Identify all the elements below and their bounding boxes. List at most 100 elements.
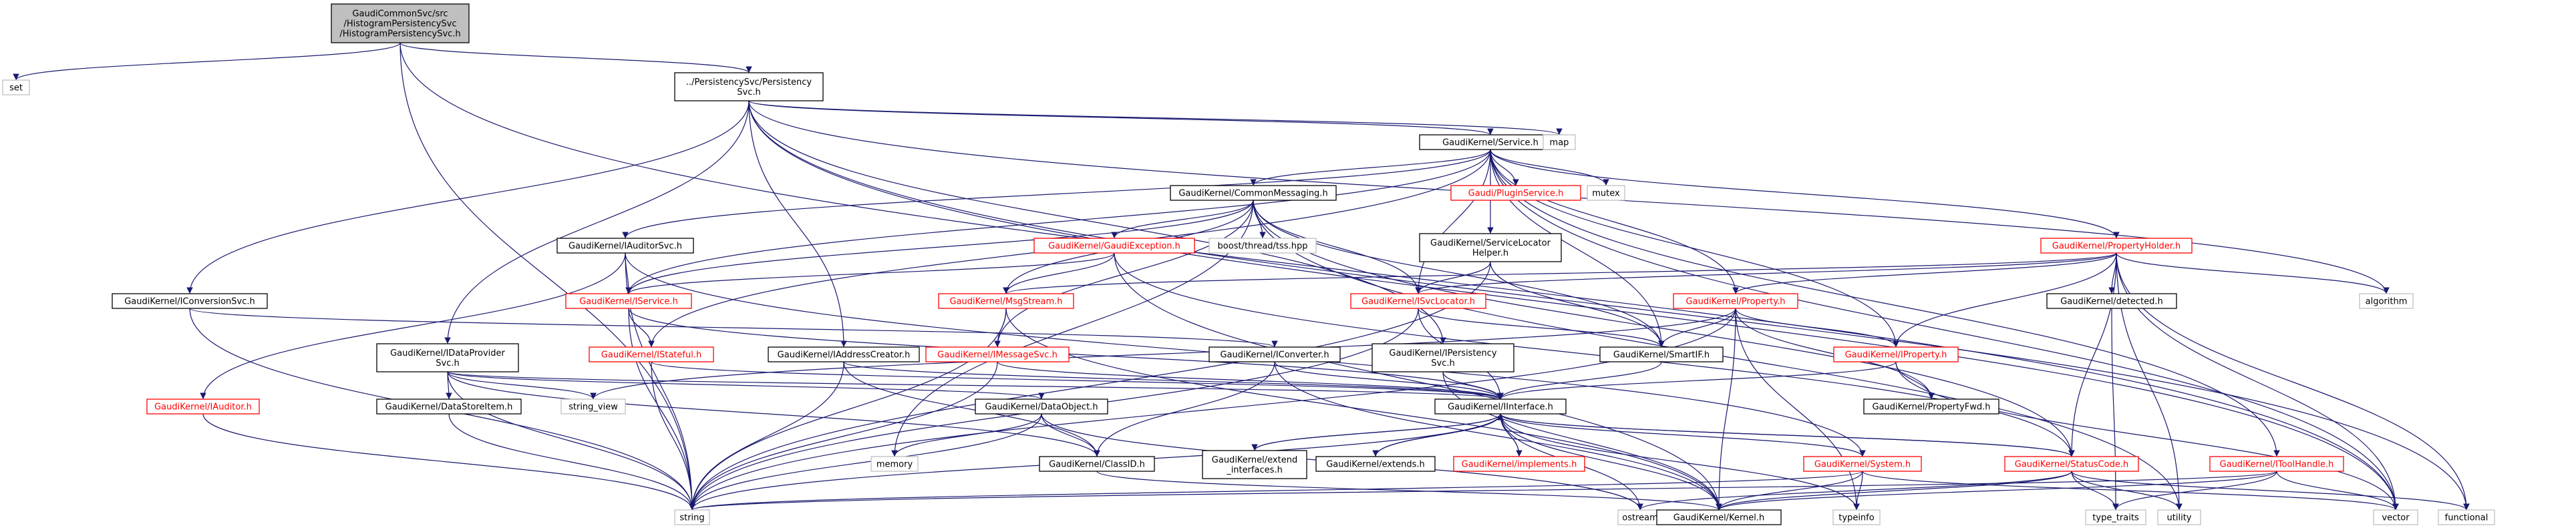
graph-node-imessagesvc[interactable]: GaudiKernel/IMessageSvc.h <box>925 346 1070 362</box>
edge-propholder-to-msgstream <box>1003 252 2117 294</box>
graph-node-classid[interactable]: GaudiKernel/ClassID.h <box>1039 456 1155 472</box>
node-label: GaudiKernel/StatusCode.h <box>2015 460 2128 470</box>
edge-idataprov-to-string <box>447 371 695 511</box>
node-box <box>1673 293 1798 309</box>
edge-detected-to-typetraits <box>2111 308 2119 511</box>
graph-node-string: string <box>674 509 710 525</box>
edge-persvc-to-ipersistency <box>748 100 1446 344</box>
graph-node-commsg[interactable]: GaudiKernel/CommonMessaging.h <box>1170 185 1337 201</box>
node-label: GaudiKernel/PropertyHolder.h <box>2052 242 2181 252</box>
edge-persvc-to-iaddrcreator <box>748 100 847 348</box>
node-label: GaudiKernel/PropertyFwd.h <box>1872 403 1990 413</box>
node-label: GaudiKernel/IDataProvider <box>390 348 505 358</box>
edge-propholder-to-property <box>1732 252 2117 294</box>
graph-node-isvclocator[interactable]: GaudiKernel/ISvcLocator.h <box>1350 293 1486 309</box>
node-box <box>565 293 692 309</box>
graph-node-datastoreitem[interactable]: GaudiKernel/DataStoreItem.h <box>376 398 522 415</box>
edge-imessagesvc-to-iinterface <box>997 361 1504 400</box>
edge-iservice-to-string <box>628 308 695 511</box>
node-box <box>768 346 920 362</box>
node-label: GaudiKernel/Service.h <box>1442 138 1539 148</box>
edge-iconverter-to-classid <box>1094 361 1275 457</box>
graph-node-propfwd[interactable]: GaudiKernel/PropertyFwd.h <box>1863 398 1999 415</box>
node-box <box>1863 398 1999 415</box>
edge-iservice-to-istateful <box>628 308 655 348</box>
edge-property-to-iproperty <box>1735 308 1899 348</box>
edge-service-to-iservice <box>625 149 1491 294</box>
node-box <box>556 238 694 254</box>
node-box <box>1656 509 1782 525</box>
node-label: functional <box>2445 513 2488 523</box>
graph-node-persvc[interactable]: ../PersistencySvc/PersistencySvc.h <box>674 72 824 101</box>
edge-service-to-commsg <box>1250 149 1491 186</box>
graph-node-iinterface[interactable]: GaudiKernel/IInterface.h <box>1434 398 1567 415</box>
node-box <box>2 79 30 95</box>
node-box <box>1434 398 1567 415</box>
node-box <box>2085 509 2146 525</box>
edge-service-to-isvclocator <box>1415 149 1491 294</box>
node-box <box>2373 509 2418 525</box>
graph-node-system[interactable]: GaudiKernel/System.h <box>1803 456 1922 472</box>
graph-node-extendif[interactable]: GaudiKernel/extend_interfaces.h <box>1202 450 1307 479</box>
node-label: GaudiKernel/System.h <box>1814 460 1911 470</box>
node-label: Svc.h <box>436 358 459 368</box>
edge-statuscode-to-iinterface <box>1497 413 2072 457</box>
graph-node-iconvsvc[interactable]: GaudiKernel/IConversionSvc.h <box>112 293 268 309</box>
edge-root-to-string <box>399 42 695 511</box>
edges-layer <box>13 42 2470 511</box>
node-label: GaudiKernel/Kernel.h <box>1673 513 1765 523</box>
edge-propholder-to-isvclocator <box>1415 252 2117 294</box>
edge-istateful-to-iinterface <box>651 361 1504 400</box>
node-label: GaudiKernel/IConversionSvc.h <box>124 297 255 307</box>
node-label: ../PersistencySvc/Persistency <box>686 77 812 87</box>
graph-node-implements[interactable]: GaudiKernel/implements.h <box>1453 456 1585 472</box>
graph-node-iconverter[interactable]: GaudiKernel/IConverter.h <box>1209 346 1341 362</box>
graph-node-iproperty[interactable]: GaudiKernel/IProperty.h <box>1833 346 1959 362</box>
graph-node-service[interactable]: GaudiKernel/Service.h <box>1419 134 1562 150</box>
node-box <box>560 398 626 415</box>
graph-node-iauditorsvc[interactable]: GaudiKernel/IAuditorSvc.h <box>556 238 694 254</box>
graph-node-smartif[interactable]: GaudiKernel/SmartIF.h <box>1599 346 1724 362</box>
graph-node-iauditor[interactable]: GaudiKernel/IAuditor.h <box>146 398 260 415</box>
node-label: GaudiKernel/IStateful.h <box>601 350 701 360</box>
graph-node-detected[interactable]: GaudiKernel/detected.h <box>2046 293 2177 309</box>
edge-propholder-to-iproperty <box>1893 252 2117 348</box>
node-box <box>2004 456 2139 472</box>
graph-node-iaddrcreator[interactable]: GaudiKernel/IAddressCreator.h <box>768 346 920 362</box>
edge-gaudiexc-to-statuscode <box>1114 252 2075 457</box>
graph-node-msgstream[interactable]: GaudiKernel/MsgStream.h <box>938 293 1074 309</box>
graph-node-propholder[interactable]: GaudiKernel/PropertyHolder.h <box>2040 238 2193 254</box>
edge-ifoolhandle-to-typetraits <box>2112 471 2277 511</box>
edge-system-to-vector <box>1862 471 2399 511</box>
edge-persvc-to-functional <box>748 100 2470 511</box>
node-label: GaudiKernel/ServiceLocator <box>1430 238 1551 248</box>
graph-node-extends[interactable]: GaudiKernel/extends.h <box>1315 456 1436 472</box>
node-label: GaudiKernel/GaudiException.h <box>1048 242 1180 252</box>
graph-node-iservice[interactable]: GaudiKernel/IService.h <box>565 293 692 309</box>
node-box <box>1209 238 1317 254</box>
edge-propholder-to-statuscode <box>2068 252 2117 457</box>
node-box <box>2046 293 2177 309</box>
edge-datastoreitem-to-string <box>448 413 695 511</box>
graph-node-statuscode[interactable]: GaudiKernel/StatusCode.h <box>2004 456 2139 472</box>
graph-node-property[interactable]: GaudiKernel/Property.h <box>1673 293 1798 309</box>
graph-node-dataobject[interactable]: GaudiKernel/DataObject.h <box>975 398 1108 415</box>
graph-node-ifoolhandle[interactable]: GaudiKernel/IToolHandle.h <box>2209 456 2344 472</box>
graph-node-istateful[interactable]: GaudiKernel/IStateful.h <box>589 346 714 362</box>
graph-node-root[interactable]: GaudiCommonSvc/src/HistogramPersistencyS… <box>331 3 470 43</box>
node-label: string <box>679 513 704 523</box>
edge-classid-to-kernel <box>1096 471 1722 511</box>
graph-node-pluginsvc[interactable]: Gaudi/PluginService.h <box>1450 185 1581 201</box>
graph-node-kernel[interactable]: GaudiKernel/Kernel.h <box>1656 509 1782 525</box>
node-label: GaudiKernel/IInterface.h <box>1448 403 1553 413</box>
graph-node-mutex: mutex <box>1587 185 1625 201</box>
graph-node-gaudiexc[interactable]: GaudiKernel/GaudiException.h <box>1033 238 1195 254</box>
edge-service-to-ifoolhandle <box>1490 149 2280 457</box>
node-box <box>1033 238 1195 254</box>
node-label: boost/thread/tss.hpp <box>1218 242 1308 252</box>
node-label: Gaudi/PluginService.h <box>1468 189 1564 199</box>
